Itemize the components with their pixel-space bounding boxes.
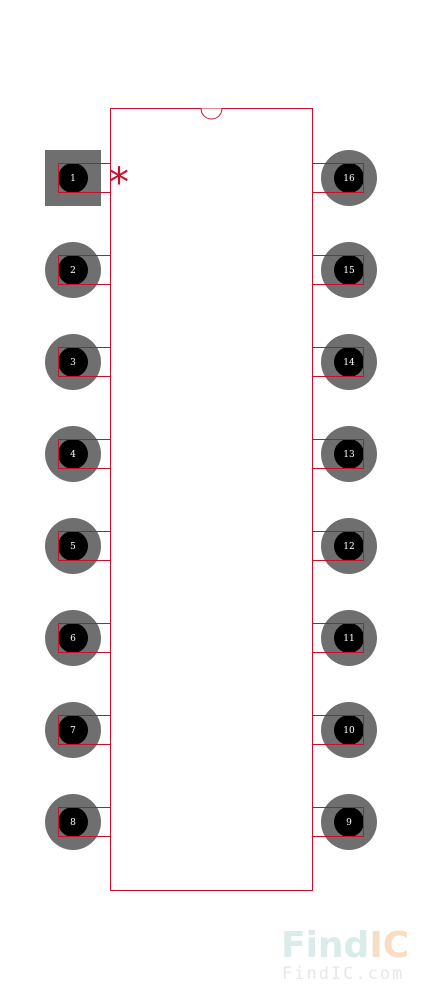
watermark-logo-find: Find [281, 925, 369, 966]
pad-8: 8 [45, 794, 111, 850]
pin-number: 6 [70, 634, 76, 644]
pin-number: 12 [343, 542, 354, 552]
pad-drill [334, 531, 364, 561]
pad-13: 13 [312, 426, 377, 482]
pad-1: 1 [45, 150, 111, 206]
pad-9: 9 [312, 794, 377, 850]
watermark-url: FindIC.com [282, 964, 404, 984]
pad-drill [334, 807, 364, 837]
pad-3: 3 [45, 334, 111, 390]
pad-drill [334, 715, 364, 745]
pad-2: 2 [45, 242, 111, 298]
package-body [110, 108, 313, 891]
pad-drill [58, 531, 88, 561]
pin-number: 11 [343, 634, 354, 644]
pin1-marker: * [109, 160, 129, 206]
package-outline [110, 108, 313, 891]
pad-drill [58, 347, 88, 377]
watermark-logo-ic: IC [369, 925, 409, 966]
pin-number: 15 [343, 266, 355, 276]
pad-5: 5 [45, 518, 111, 574]
pad-drill [58, 439, 88, 469]
pad-10: 10 [312, 702, 377, 758]
pad-drill [58, 623, 88, 653]
pad-drill [334, 439, 364, 469]
pin-number: 2 [70, 266, 76, 276]
pad-14: 14 [312, 334, 377, 390]
watermark-logo: FindIC [281, 925, 409, 966]
pad-6: 6 [45, 610, 111, 666]
pad-7: 7 [45, 702, 111, 758]
pin-number: 7 [70, 726, 76, 736]
pad-16: 16 [312, 150, 377, 206]
pin-number: 8 [70, 818, 76, 828]
pad-drill [58, 255, 88, 285]
pin1-notch [200, 108, 223, 120]
pin-number: 1 [70, 174, 76, 184]
pin-number: 3 [70, 358, 76, 368]
pad-4: 4 [45, 426, 111, 482]
pin-number: 16 [343, 174, 355, 184]
pad-drill [58, 715, 88, 745]
pad-drill [58, 807, 88, 837]
watermark: FindIC FindIC.com [281, 925, 409, 984]
pad-drill [334, 623, 364, 653]
pin-number: 4 [70, 450, 76, 460]
pad-drill [58, 163, 88, 193]
pad-drill [334, 163, 364, 193]
pad-15: 15 [312, 242, 377, 298]
pin-number: 5 [70, 542, 76, 552]
pad-11: 11 [312, 610, 377, 666]
pad-drill [334, 255, 364, 285]
pin-number: 9 [346, 818, 352, 828]
pin-number: 14 [343, 358, 355, 368]
pin-number: 10 [343, 726, 355, 736]
pad-12: 12 [312, 518, 377, 574]
pad-drill [334, 347, 364, 377]
pin-number: 13 [343, 450, 355, 460]
